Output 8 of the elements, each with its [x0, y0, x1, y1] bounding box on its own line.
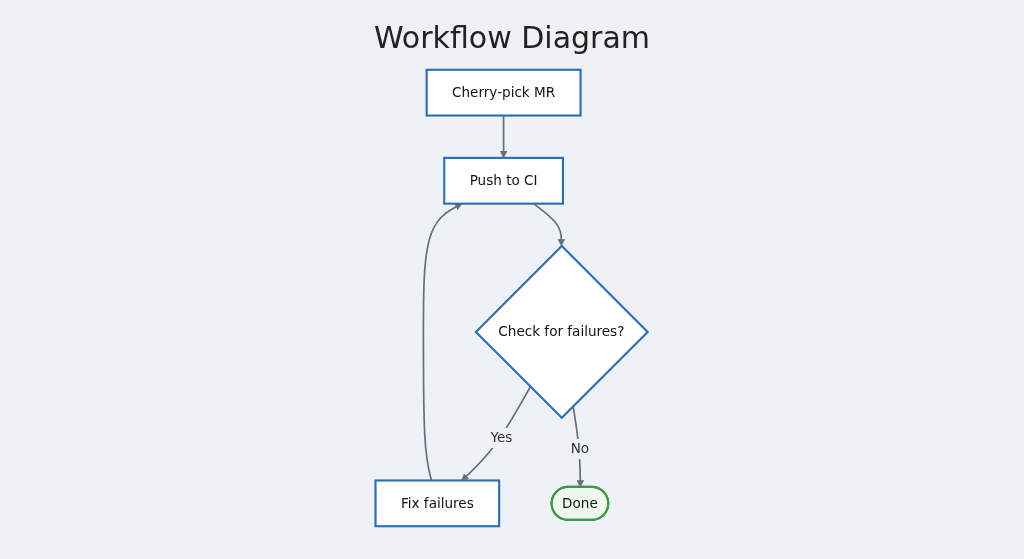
diagram-title: Workflow Diagram [372, 20, 652, 55]
arrow [461, 385, 532, 481]
node-box: Fix failures [374, 479, 501, 528]
edge-label: No [571, 440, 590, 457]
node-diamond: Check for failures? [474, 244, 650, 420]
node-box: Cherry-pick MR [425, 68, 582, 117]
node-box: Push to CI [443, 156, 565, 205]
edge-label: Yes [490, 429, 513, 446]
